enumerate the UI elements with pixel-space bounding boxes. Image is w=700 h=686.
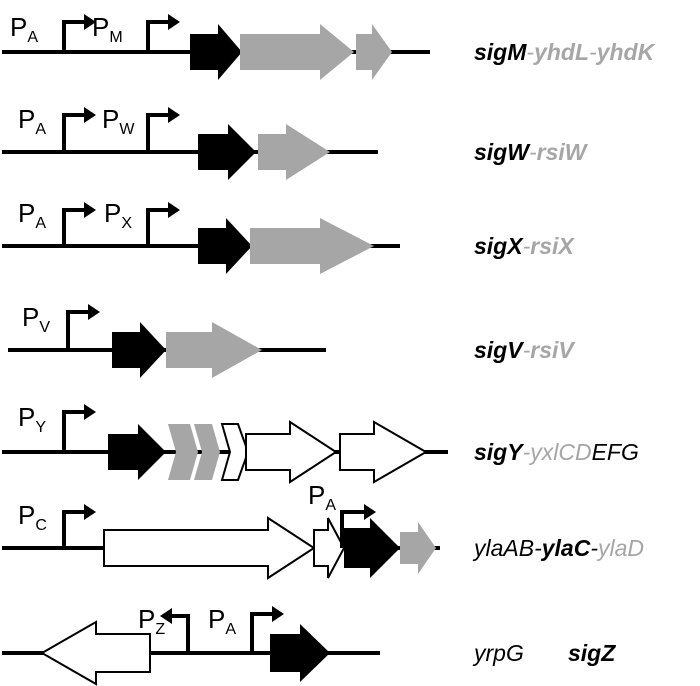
promoter-label: PA [18, 198, 46, 232]
operon-ylaC: PC PA ylaAB-ylaC-ylaD [2, 480, 644, 580]
promoter-arrow [62, 208, 86, 246]
operon-label: sigX-rsiX [474, 233, 575, 259]
gene-arrow-sigZ [270, 624, 330, 682]
operon-label-yrpG: yrpG [472, 640, 524, 666]
operon-sigV: PV sigV-rsiV [8, 302, 575, 378]
promoter-arrowhead [168, 107, 180, 123]
promoter-label: PZ [138, 604, 165, 638]
promoter-arrowhead [168, 202, 180, 218]
promoter-arrowhead [364, 504, 376, 520]
operon-sigM: PA PM sigM-yhdL-yhdK [2, 12, 656, 80]
promoter-arrowhead [84, 202, 96, 218]
promoter-arrow [146, 208, 170, 246]
gene-arrow-yxlG [339, 420, 429, 484]
promoter-arrow [62, 113, 86, 152]
promoter-arrowhead [84, 404, 96, 420]
promoter-arrow [66, 310, 90, 350]
promoter-arrowhead [84, 107, 96, 123]
gene-arrow-sigX [198, 218, 252, 274]
gene-arrow-ylaC [344, 518, 400, 578]
promoter-arrow [62, 510, 86, 548]
operon-label-sigZ: sigZ [568, 640, 616, 666]
promoter-label: PV [22, 302, 50, 336]
operon-label: sigY-yxlCDEFG [474, 439, 639, 465]
promoter-label: PW [102, 104, 135, 138]
operon-sigZ: PZ PA yrpG sigZ [2, 604, 616, 686]
gene-arrow-ylaB [313, 517, 346, 579]
promoter-arrow-reverse [170, 614, 190, 653]
gene-arrow-ylaA [103, 516, 316, 580]
gene-arrow-yhdK [356, 24, 392, 80]
gene-arrow-yrpG [39, 620, 151, 686]
gene-arrow-rsiX [250, 218, 374, 274]
promoter-arrowhead [168, 14, 180, 30]
promoter-arrow [340, 510, 366, 548]
promoter-arrowhead [88, 304, 100, 320]
operon-sigW: PA PW sigW-rsiW [2, 104, 589, 180]
promoter-label: PM [92, 12, 123, 46]
operon-sigX: PA PX sigX-rsiX [2, 198, 575, 274]
promoter-arrowhead [84, 14, 96, 30]
gene-arrow-sigY [108, 424, 166, 480]
promoter-label: PX [104, 198, 132, 232]
operon-label: sigV-rsiV [474, 337, 575, 363]
promoter-arrow [62, 20, 86, 52]
promoter-label: PA [10, 12, 38, 46]
gene-arrow-yxlE [220, 423, 250, 481]
gene-arrow-rsiV [166, 322, 262, 378]
operon-label: ylaAB-ylaC-ylaD [472, 535, 644, 561]
operon-label: sigW-rsiW [474, 139, 589, 165]
gene-arrow-sigM [190, 24, 242, 80]
promoter-label: PA [18, 104, 46, 138]
gene-arrow-sigV [112, 322, 166, 378]
gene-arrow-yxlF [245, 420, 338, 484]
promoter-arrow [146, 113, 170, 152]
promoter-arrow [250, 612, 274, 653]
operon-label: sigM-yhdL-yhdK [474, 39, 656, 65]
promoter-label: PC [18, 500, 47, 534]
gene-arrow-ylaD [400, 522, 436, 574]
operon-sigY: PY sigY-yxlCDEFG [2, 402, 639, 484]
promoter-arrowhead [272, 606, 284, 622]
promoter-arrowhead [160, 608, 172, 624]
promoter-label: PA [208, 604, 236, 638]
promoter-label: PY [18, 402, 46, 436]
gene-arrow-yxlC [168, 424, 198, 480]
promoter-arrow [146, 20, 170, 52]
gene-arrow-yhdL [240, 24, 354, 80]
promoter-arrow [62, 410, 86, 452]
gene-arrow-rsiW [258, 124, 330, 180]
gene-arrow-sigW [198, 124, 256, 180]
gene-arrow-yxlD [194, 424, 220, 480]
promoter-arrowhead [84, 504, 96, 520]
promoter-label: PA [308, 480, 336, 514]
